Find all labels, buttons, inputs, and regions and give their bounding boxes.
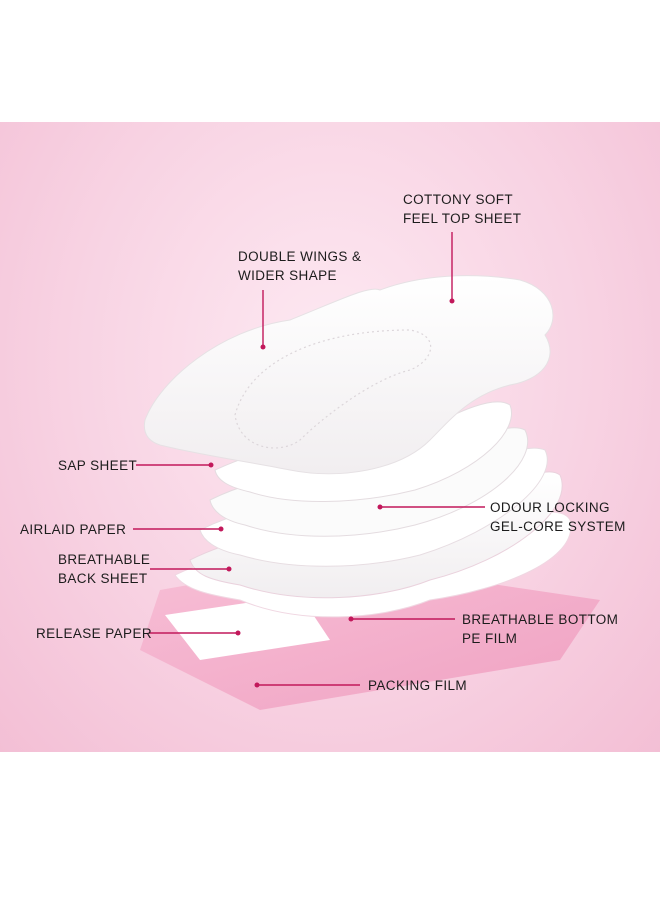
label-double-wings: DOUBLE WINGS & WIDER SHAPE — [238, 249, 362, 283]
label-packing-film: PACKING FILM — [368, 678, 468, 693]
label-sap-sheet: SAP SHEET — [58, 458, 138, 473]
label-cottony-top-sheet: COTTONY SOFT FEEL TOP SHEET — [403, 192, 522, 226]
label-odour-locking: ODOUR LOCKING GEL-CORE SYSTEM — [490, 500, 626, 534]
label-release-paper: RELEASE PAPER — [36, 626, 152, 641]
top-sheet-stitching — [234, 329, 432, 449]
label-breathable-bottom-film: BREATHABLE BOTTOM PE FILM — [462, 612, 619, 646]
label-airlaid-paper: AIRLAID PAPER — [20, 522, 127, 537]
top-sheet-layer — [143, 275, 554, 475]
label-breathable-back-sheet: BREATHABLE BACK SHEET — [58, 552, 151, 586]
leader-lines — [133, 232, 485, 688]
